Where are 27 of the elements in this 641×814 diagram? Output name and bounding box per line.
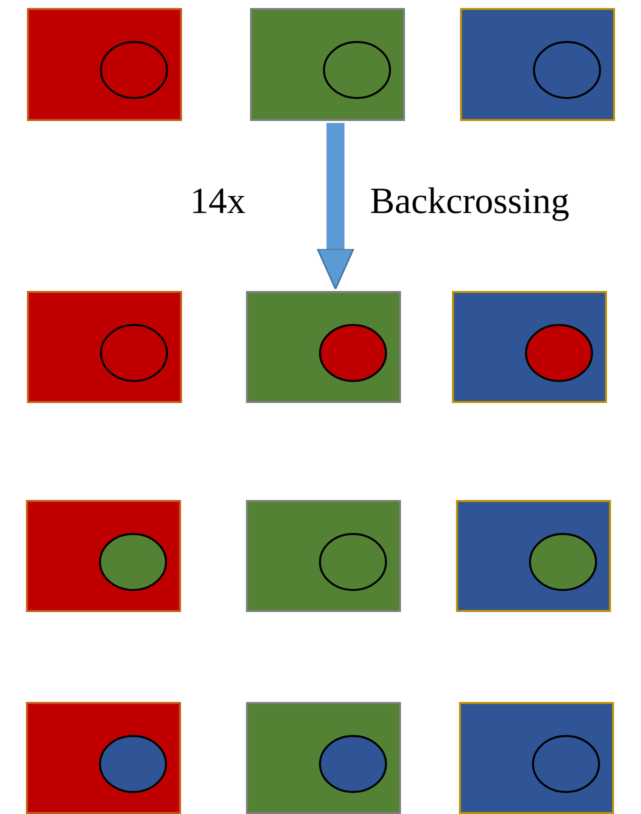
ellipse: [525, 324, 593, 382]
colored-rectangle: [26, 500, 181, 612]
colored-rectangle: [452, 291, 607, 403]
ellipse: [319, 735, 387, 793]
ellipse: [533, 41, 601, 99]
ellipse: [100, 324, 168, 382]
colored-rectangle: [456, 500, 611, 612]
colored-rectangle: [27, 8, 182, 121]
ellipse: [529, 533, 597, 591]
process-label: Backcrossing: [370, 182, 570, 222]
ellipse: [323, 41, 391, 99]
colored-rectangle: [246, 291, 401, 403]
colored-rectangle: [459, 702, 614, 814]
ellipse: [319, 533, 387, 591]
colored-rectangle: [27, 291, 182, 403]
ellipse: [99, 533, 167, 591]
colored-rectangle: [246, 500, 401, 612]
ellipse: [100, 41, 168, 99]
ellipse: [99, 735, 167, 793]
colored-rectangle: [26, 702, 181, 814]
colored-rectangle: [246, 702, 401, 814]
ellipse: [319, 324, 387, 382]
colored-rectangle: [250, 8, 405, 121]
arrow: [316, 123, 354, 290]
colored-rectangle: [460, 8, 615, 121]
repeat-count-label: 14x: [190, 182, 246, 222]
ellipse: [532, 735, 600, 793]
